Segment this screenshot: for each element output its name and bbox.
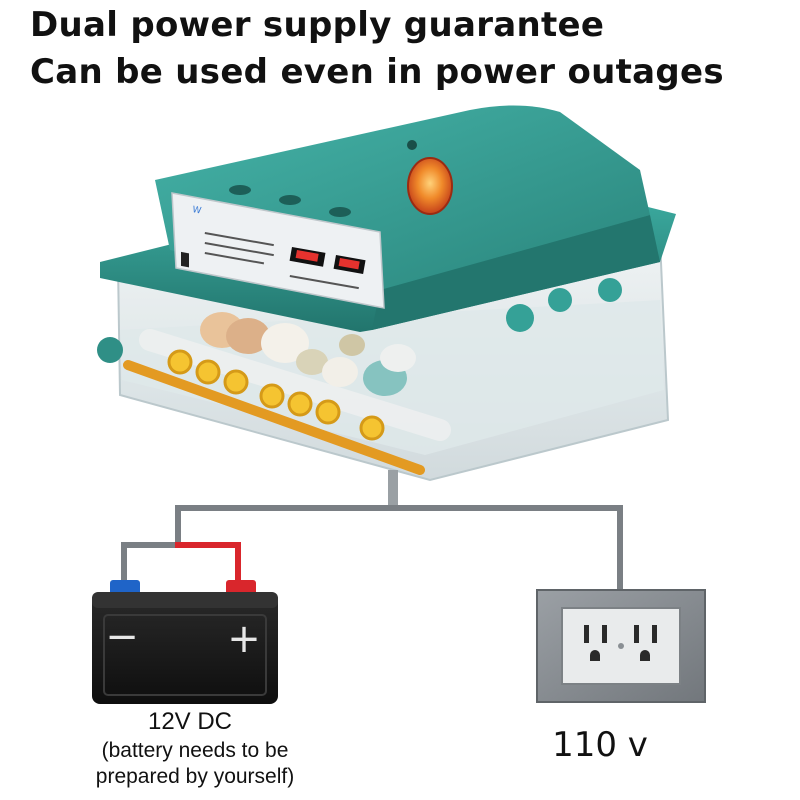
egg-candling-lamp-icon xyxy=(407,157,453,215)
battery-icon: − + xyxy=(92,580,278,704)
headline: Dual power supply guarantee Can be used … xyxy=(30,2,724,96)
battery-note-line-1: (battery needs to be xyxy=(101,739,289,762)
battery-negative-sign: − xyxy=(105,614,139,660)
eggs xyxy=(200,312,416,396)
svg-text:W: W xyxy=(191,205,202,216)
headline-line-2: Can be used even in power outages xyxy=(30,52,724,92)
outlet-voltage-label: 110 v xyxy=(552,725,648,765)
battery-note: (battery needs to be prepared by yoursel… xyxy=(45,738,345,790)
egg-incubator: W xyxy=(97,105,676,510)
battery-voltage-label: 12V DC xyxy=(147,708,233,735)
battery-note-line-2: prepared by yourself) xyxy=(95,765,295,788)
battery-positive-sign: + xyxy=(227,616,261,662)
egg-rollers xyxy=(167,349,385,441)
power-wires xyxy=(121,505,623,598)
control-panel: W xyxy=(171,192,385,309)
power-outlet-icon xyxy=(536,589,706,703)
headline-line-1: Dual power supply guarantee xyxy=(30,5,605,45)
